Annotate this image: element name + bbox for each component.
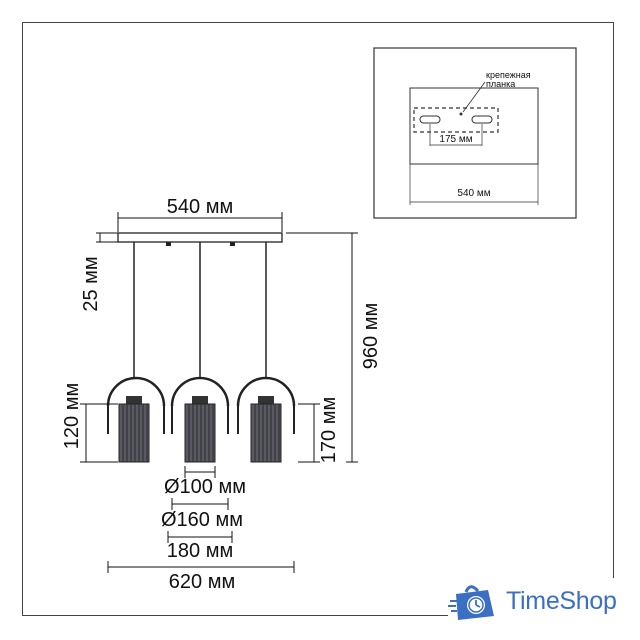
slot-spacing-label: 175 мм (439, 134, 472, 145)
brand-name: TimeShop (506, 586, 617, 615)
frame-width-label: 180 мм (167, 540, 233, 562)
shade-height-label: 120 мм (61, 383, 83, 449)
brand-logo[interactable]: TimeShop (448, 578, 634, 624)
plate-width-label: 540 мм (457, 188, 490, 199)
mount-label-2: планка (486, 79, 515, 89)
mount-slot-left (419, 115, 441, 124)
mount-label-1: крепежная (486, 70, 531, 80)
canopy-screw-left (166, 242, 171, 246)
inset-diagram: крепежная планка 175 мм 540 мм (373, 47, 577, 219)
total-height-label: 960 мм (360, 303, 382, 369)
inner-diameter-label: Ø100 мм (164, 476, 246, 498)
chandelier (106, 232, 296, 463)
mount-leader (462, 81, 486, 113)
canopy-bar (117, 232, 283, 243)
mounting-bar (413, 107, 499, 133)
pendant-right (236, 242, 296, 463)
dimension-lines (80, 212, 358, 573)
pendant-center (170, 242, 230, 463)
lamp-height-label: 170 мм (318, 397, 340, 463)
center-point (459, 112, 463, 116)
overall-width-label: 620 мм (169, 571, 235, 593)
canopy-screw-right (230, 242, 235, 246)
canopy-height-label: 25 мм (80, 256, 102, 311)
pendant-left (106, 242, 166, 463)
mount-slot-right (471, 115, 493, 124)
outer-diameter-label: Ø160 мм (161, 509, 243, 531)
top-width-label: 540 мм (167, 196, 233, 218)
clock-bag-icon (448, 585, 494, 620)
ceiling-plate (409, 87, 539, 165)
